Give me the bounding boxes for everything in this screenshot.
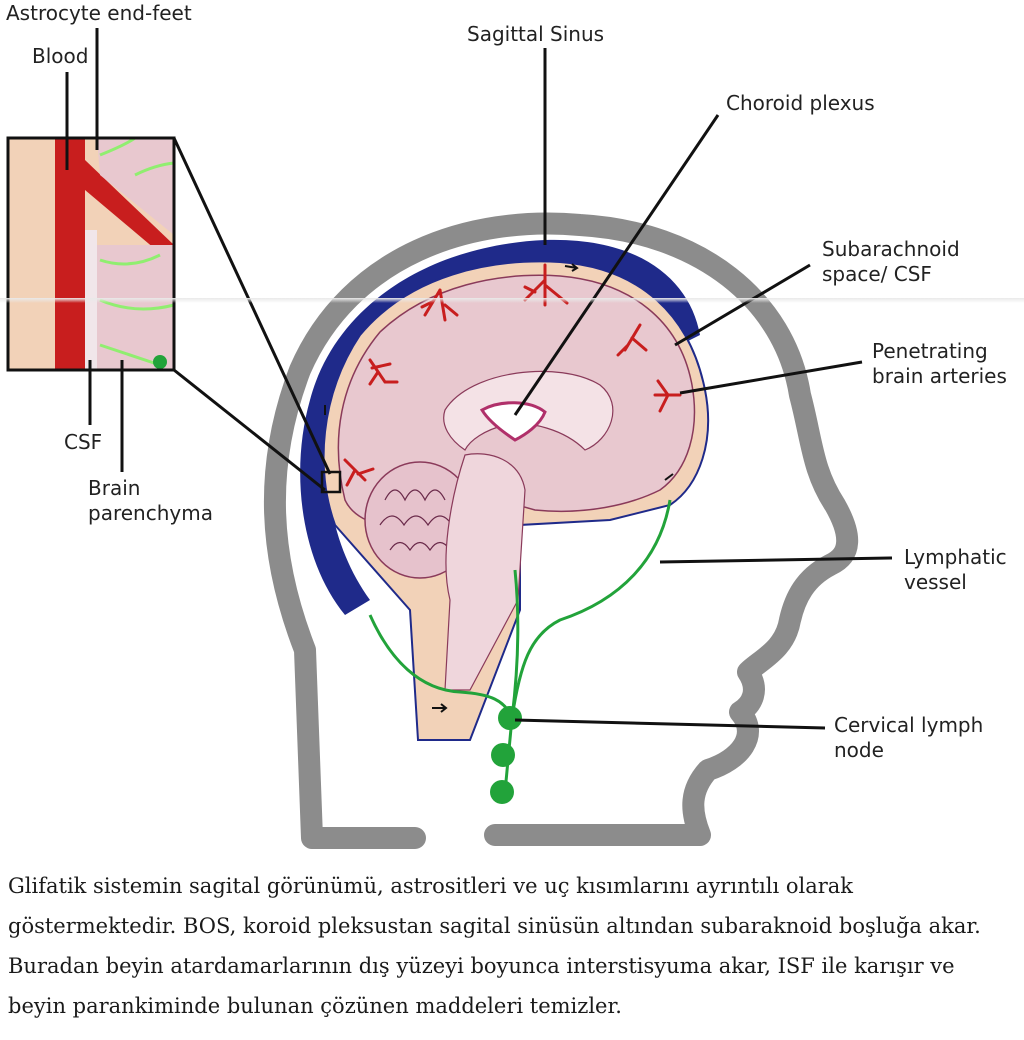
choroid-plexus-shape: [479, 401, 547, 442]
label-blood: Blood: [32, 44, 88, 68]
arteries: [343, 263, 682, 487]
label-brain-parenchyma-line1: Brain: [88, 476, 140, 500]
label-lymphatic-line1: Lymphatic: [904, 545, 1007, 569]
glymphatic-diagram: Astrocyte end-feet Blood CSF Brain paren…: [6, 1, 1007, 849]
label-subarachnoid-line1: Subarachnoid: [822, 237, 960, 261]
label-cervical-line2: node: [834, 738, 884, 762]
label-subarachnoid-line2: space/ CSF: [822, 262, 932, 286]
cervical-lymph-nodes: [490, 706, 522, 804]
label-lymphatic-line2: vessel: [904, 570, 967, 594]
label-penetrating-line1: Penetrating: [872, 339, 988, 363]
label-choroid-plexus: Choroid plexus: [726, 91, 875, 115]
lymphatic-vessels: [368, 499, 672, 793]
label-cervical-line1: Cervical lymph: [834, 713, 983, 737]
sagittal-sinus-shape: [300, 239, 700, 616]
scroll-shadow: [0, 298, 1024, 303]
label-brain-parenchyma-line2: parenchyma: [88, 501, 213, 525]
head-outline: [263, 212, 859, 849]
leader-lines: [65, 28, 893, 730]
label-astrocyte-end-feet: Astrocyte end-feet: [6, 1, 192, 25]
label-csf: CSF: [64, 430, 102, 454]
label-sagittal-sinus: Sagittal Sinus: [467, 22, 604, 46]
figure-caption: Glifatik sistemin sagital görünümü, astr…: [8, 874, 981, 1018]
label-penetrating-line2: brain arteries: [872, 364, 1007, 388]
flow-arrows: [324, 263, 674, 713]
inset-detail: [6, 136, 342, 494]
cerebellum-folia: [379, 489, 453, 552]
brainstem: [444, 453, 526, 691]
